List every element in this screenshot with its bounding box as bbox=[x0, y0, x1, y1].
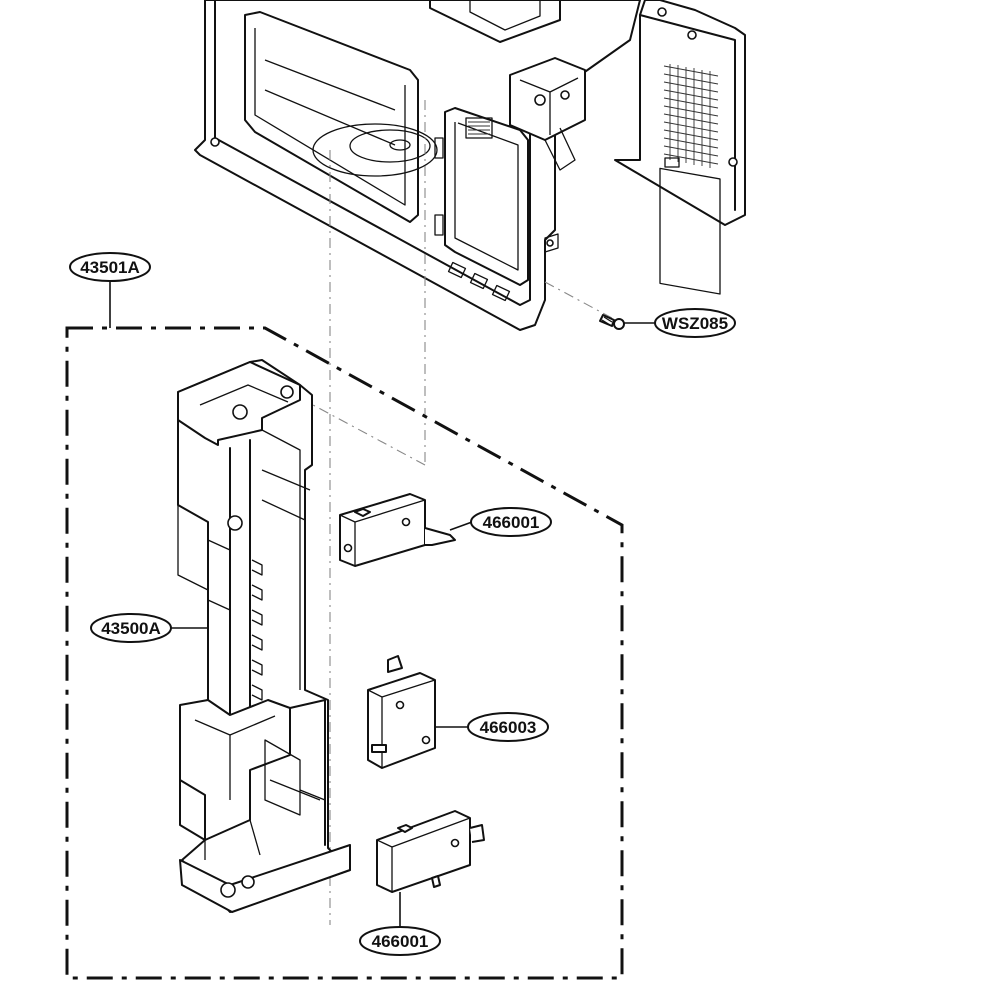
callout-466001-bottom: 466001 bbox=[359, 926, 441, 956]
callout-WSZ085: WSZ085 bbox=[654, 308, 736, 338]
rack-teeth bbox=[251, 559, 263, 701]
callout-label: 466001 bbox=[372, 932, 429, 951]
callout-466003: 466003 bbox=[467, 712, 549, 742]
assembly-boundary bbox=[65, 326, 624, 980]
callout-label: 43500A bbox=[101, 619, 161, 638]
microswitch bbox=[339, 493, 456, 567]
callout-466001-top: 466001 bbox=[470, 507, 552, 537]
oven-cavity bbox=[194, 0, 746, 331]
callout-43501A: 43501A bbox=[69, 252, 151, 282]
microswitch bbox=[367, 655, 436, 769]
callout-label: 466001 bbox=[483, 513, 540, 532]
leader-lines bbox=[109, 282, 656, 927]
assembly-guides bbox=[299, 100, 613, 925]
callout-43500A: 43500A bbox=[90, 613, 172, 643]
callout-label: WSZ085 bbox=[662, 314, 728, 333]
callout-label: 43501A bbox=[80, 258, 140, 277]
microswitch bbox=[376, 810, 485, 893]
screw bbox=[599, 314, 625, 330]
vent-grille bbox=[663, 64, 719, 168]
callout-label: 466003 bbox=[480, 718, 537, 737]
door-latch-holder bbox=[177, 359, 351, 913]
